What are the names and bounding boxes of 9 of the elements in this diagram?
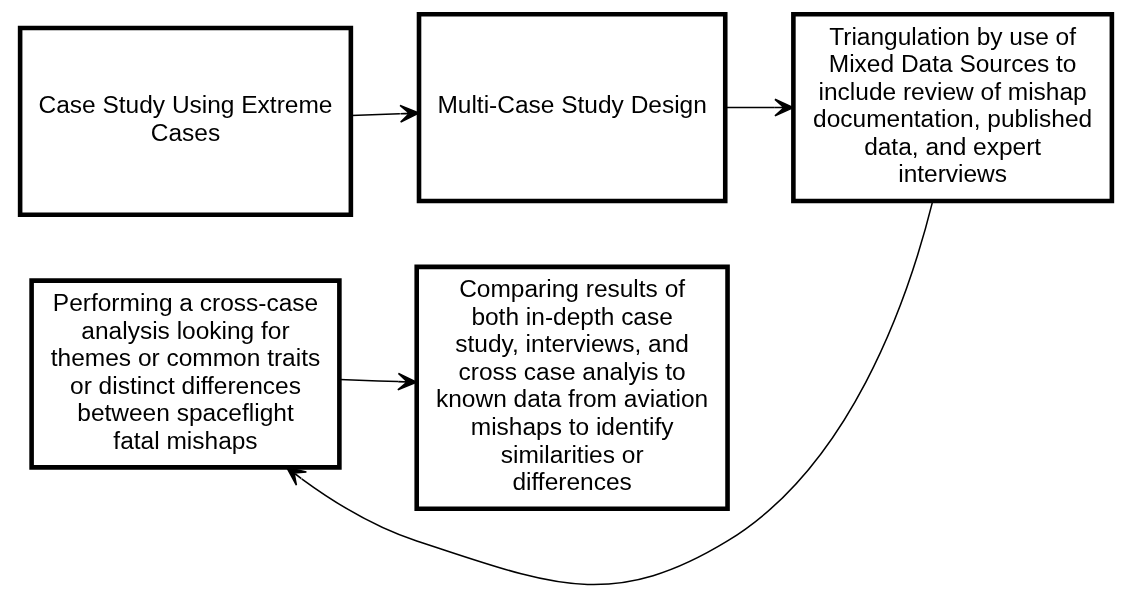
arrow — [285, 200, 934, 586]
node-box: Triangulation by use of Mixed Data Sources to include review of mishap documentation, published data, and expert interviews — [791, 11, 1115, 204]
node-box: Multi-Case Study Design — [416, 11, 728, 204]
node-box: Case Study Using Extreme Cases — [17, 25, 354, 218]
arrow — [350, 104, 420, 123]
arrow — [724, 98, 795, 117]
node-box: Performing a cross-case analysis looking for themes or common traits or distinct differences between spaceflight fatal mishaps — [29, 278, 342, 470]
node-box: Comparing results of both in-depth case study, interviews, and cross case analyis to known data from aviation mishaps to identify similarities or differences — [414, 264, 730, 512]
arrow — [338, 372, 418, 391]
